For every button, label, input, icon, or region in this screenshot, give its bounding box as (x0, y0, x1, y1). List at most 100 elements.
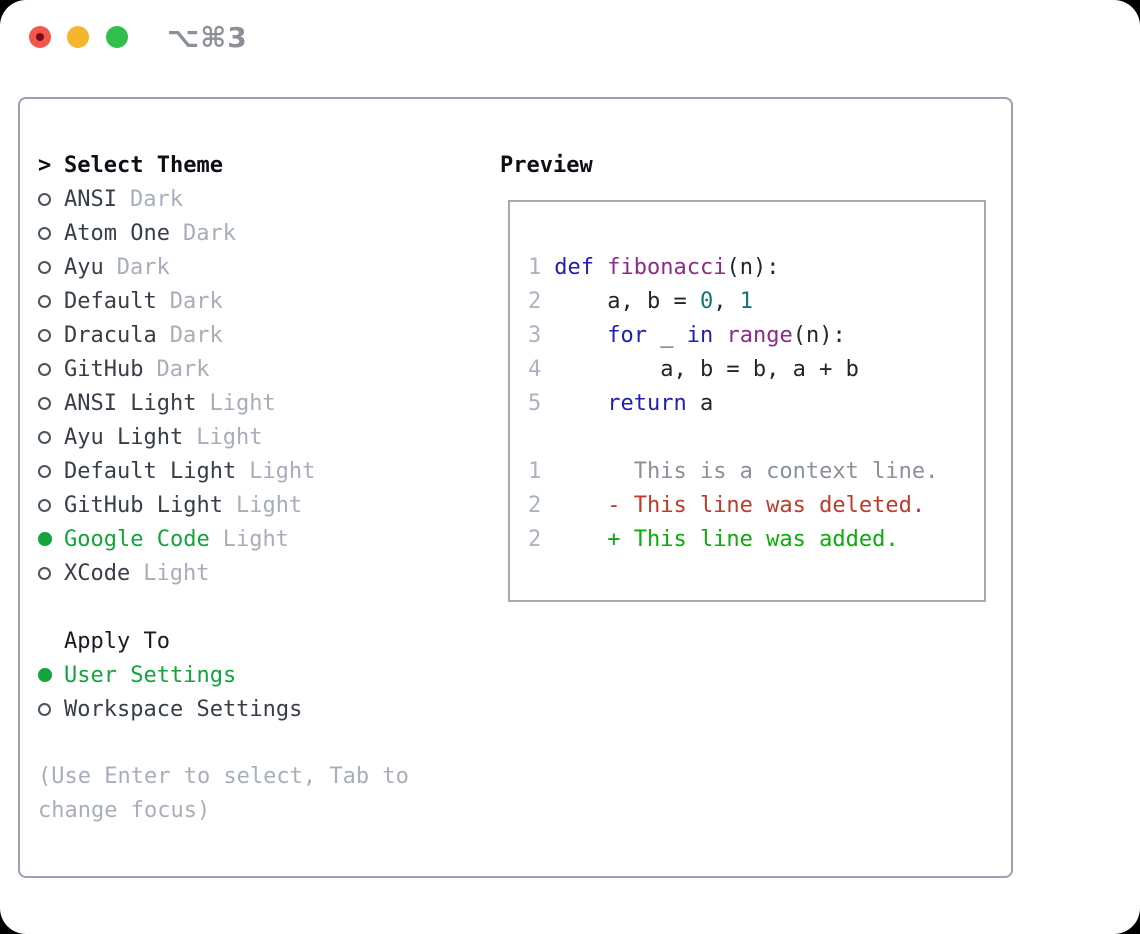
radio-icon (38, 430, 51, 444)
code-segment: 0 (699, 288, 714, 314)
code-segment: fibonacci (607, 254, 727, 280)
code-segment: a, b = (554, 288, 700, 314)
code-segment: (n): (726, 254, 780, 280)
theme-option[interactable]: Google Code Light (38, 522, 500, 556)
theme-option[interactable]: Dracula Dark (38, 318, 500, 352)
radio-icon (38, 328, 64, 342)
radio-icon (38, 464, 51, 478)
code-segment: for (607, 322, 647, 348)
radio-icon (38, 294, 51, 308)
line-number: 4 (528, 356, 542, 382)
zoom-button[interactable] (106, 26, 128, 48)
preview-line: 2 - This line was deleted. (528, 488, 984, 522)
code-segment: in (686, 322, 714, 348)
radio-icon (38, 294, 64, 308)
apply-option-label: User Settings (64, 662, 237, 688)
selection-cursor-icon: > (38, 152, 52, 178)
theme-name-label: Default Light (64, 458, 237, 484)
theme-variant-label: Light (196, 424, 263, 450)
radio-icon (38, 192, 64, 206)
code-segment (554, 323, 607, 348)
theme-name-label: Atom One (64, 220, 170, 246)
preview-line: 4 a, b = b, a + b (528, 352, 984, 386)
radio-icon (38, 702, 51, 716)
radio-icon (38, 430, 64, 444)
theme-variant-label: Dark (169, 322, 223, 348)
theme-name-label: Ayu (64, 254, 104, 280)
theme-name-label: ANSI (64, 186, 117, 212)
preview-line (528, 420, 984, 454)
radio-icon (38, 702, 64, 716)
code-segment (713, 323, 726, 348)
theme-name-label: Google Code (64, 526, 210, 552)
preview-line: 1 This is a context line. (528, 454, 984, 488)
radio-selected-icon (38, 668, 64, 682)
theme-option[interactable]: Atom One Dark (38, 216, 500, 250)
line-number: 1 (528, 254, 542, 280)
theme-variant-label: Light (249, 458, 316, 484)
code-segment: (n): (792, 322, 846, 348)
radio-selected-icon (38, 532, 52, 546)
apply-to-option[interactable]: Workspace Settings (38, 692, 500, 726)
theme-option[interactable]: GitHub Dark (38, 352, 500, 386)
code-segment: return (607, 390, 687, 416)
radio-icon (38, 464, 64, 478)
preview-line: 2 a, b = 0, 1 (528, 284, 984, 318)
radio-icon (38, 192, 51, 206)
radio-icon (38, 362, 64, 376)
preview-line: 3 for _ in range(n): (528, 318, 984, 352)
preview-line: 5 return a (528, 386, 984, 420)
radio-icon (38, 396, 51, 410)
code-segment (594, 255, 607, 280)
theme-variant-label: Dark (182, 220, 236, 246)
code-segment: + This line was added. (554, 526, 899, 552)
theme-option[interactable]: Ayu Dark (38, 250, 500, 284)
minimize-button[interactable] (67, 26, 89, 48)
close-button[interactable] (29, 26, 51, 48)
line-number: 2 (528, 526, 542, 552)
theme-option[interactable]: Default Light Light (38, 454, 500, 488)
code-segment: a (686, 390, 714, 416)
code-segment: , (713, 288, 740, 314)
code-segment: - This line was deleted. (554, 492, 926, 518)
apply-option-label: Workspace Settings (64, 696, 303, 722)
select-theme-title: Select Theme (64, 152, 223, 178)
theme-name-label: GitHub Light (64, 492, 223, 518)
select-theme-header-row: > Select Theme (38, 148, 500, 182)
code-segment: a, b = b, a + b (554, 356, 859, 382)
theme-name-label: Dracula (64, 322, 157, 348)
theme-name-label: ANSI Light (64, 390, 197, 416)
code-segment: def (554, 254, 594, 280)
theme-variant-label: Dark (156, 356, 210, 382)
apply-to-option[interactable]: User Settings (38, 658, 500, 692)
apply-to-title: Apply To (64, 628, 170, 654)
line-number: 2 (528, 288, 542, 314)
theme-name-label: GitHub (64, 356, 144, 382)
code-segment: range (726, 322, 793, 348)
code-segment: _ (646, 322, 687, 348)
theme-variant-label: Dark (116, 254, 170, 280)
radio-icon (38, 226, 64, 240)
theme-variant-label: Light (209, 390, 276, 416)
radio-icon (38, 226, 51, 240)
radio-icon (38, 260, 51, 274)
radio-icon (38, 498, 64, 512)
radio-icon (38, 566, 51, 580)
line-number: 3 (528, 322, 542, 348)
theme-variant-label: Light (222, 526, 289, 552)
window-shortcut-label: ⌥⌘3 (167, 21, 248, 54)
line-number: 1 (528, 458, 542, 484)
preview-line: 2 + This line was added. (528, 522, 984, 556)
theme-option[interactable]: ANSI Light Light (38, 386, 500, 420)
